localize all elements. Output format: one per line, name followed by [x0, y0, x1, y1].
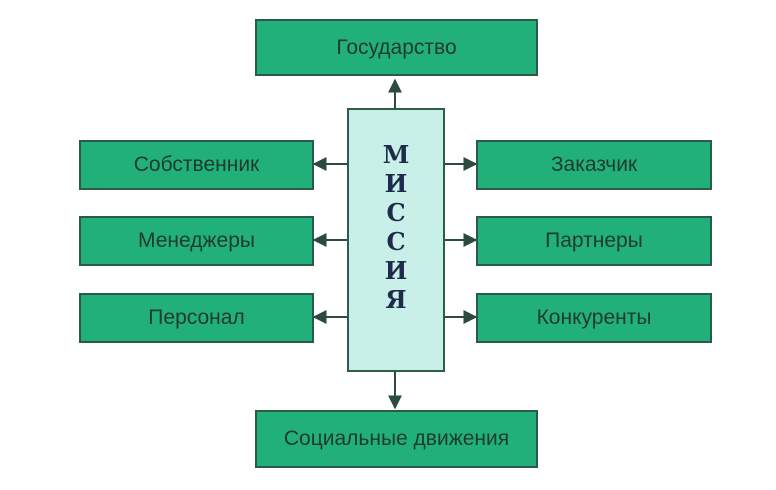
- box-managers: Менеджеры: [79, 216, 314, 266]
- box-competitors-label: Конкуренты: [536, 306, 652, 329]
- box-owner: Собственник: [79, 140, 314, 190]
- mission-letter: С: [386, 198, 406, 227]
- box-personnel: Персонал: [79, 293, 314, 343]
- box-personnel-label: Персонал: [148, 306, 245, 329]
- mission-letter: И: [384, 169, 408, 198]
- box-state: Государство: [255, 19, 538, 76]
- box-social-movements: Социальные движения: [255, 410, 538, 468]
- box-customer-label: Заказчик: [550, 153, 638, 176]
- box-competitors: Конкуренты: [476, 293, 712, 343]
- mission-box: М И С С И Я: [347, 108, 445, 372]
- box-partners-label: Партнеры: [545, 229, 643, 252]
- mission-letter: И: [384, 256, 408, 285]
- mission-letter: Я: [385, 285, 407, 314]
- box-state-label: Государство: [336, 35, 457, 59]
- mission-letter: С: [386, 227, 406, 256]
- mission-letter: М: [382, 140, 410, 169]
- box-social-movements-label: Социальные движения: [283, 427, 510, 450]
- box-managers-label: Менеджеры: [138, 229, 255, 252]
- box-owner-label: Собственник: [133, 153, 260, 176]
- box-partners: Партнеры: [476, 216, 712, 266]
- box-customer: Заказчик: [476, 140, 712, 190]
